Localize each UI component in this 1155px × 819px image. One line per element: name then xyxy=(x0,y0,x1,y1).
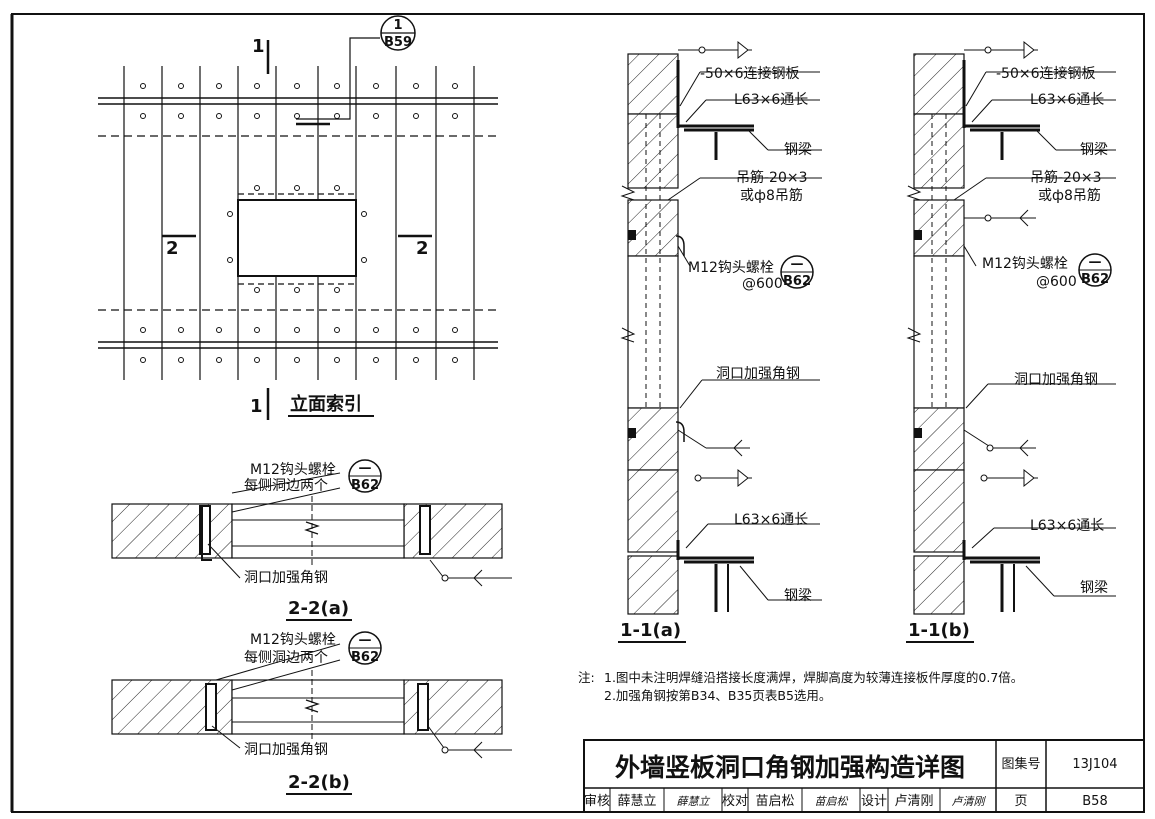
detail-reference: 1 B59 xyxy=(296,15,416,120)
designer: 卢清刚 xyxy=(894,793,933,809)
atlas-label: 图集号 xyxy=(1001,756,1040,772)
hanger-label1-1a: 吊筋-20×3 xyxy=(736,169,808,186)
bolt-label-1b: M12钩头螺栓 xyxy=(982,256,1068,272)
notes-prefix: 注: xyxy=(578,670,595,685)
elevation-index: 1 1 2 2 1 B59 立面索引 xyxy=(98,15,498,420)
designer-signature: 卢清刚 xyxy=(952,795,987,808)
section-1-1a: -50×6连接钢板 L63×6通长 钢梁 吊筋-20×3 或ф8吊筋 M12钩头… xyxy=(618,40,822,643)
angle-label-2b: 洞口加强角钢 xyxy=(244,742,328,758)
design-label: 设计 xyxy=(861,794,887,809)
angle-top-label-1b: L63×6通长 xyxy=(1030,92,1104,108)
checker-signature: 苗启松 xyxy=(815,795,849,808)
ref-num-1a: — xyxy=(791,257,804,272)
ref-sheet-1a: B62 xyxy=(783,274,811,289)
elevation-panels xyxy=(98,66,498,380)
bolt-label-1a: M12钩头螺栓 xyxy=(688,260,774,276)
section-mark-top: 1 xyxy=(252,36,265,57)
opening-angle-label-1b: 洞口加强角钢 xyxy=(1014,372,1098,388)
hanger-label1-1b: 吊筋-20×3 xyxy=(1030,169,1102,186)
plate-label-1b: -50×6连接钢板 xyxy=(996,65,1096,82)
hanger-label2-1b: 或ф8吊筋 xyxy=(1038,187,1101,204)
caption-2a: 2-2(a) xyxy=(288,598,349,619)
ref-circle-2b: — B62 xyxy=(348,631,382,665)
section-2-2a: M12钩头螺栓 每侧洞边两个 — B62 洞口加强角钢 2-2(a) xyxy=(111,459,512,621)
ref-circle-num: 1 xyxy=(393,18,402,33)
reviewer: 薛慧立 xyxy=(617,793,656,809)
bolt-label-2a: M12钩头螺栓 xyxy=(250,462,336,478)
notes-line1: 1.图中未注明焊缝沿搭接长度满焊，焊脚高度为较薄连接板件厚度的0.7倍。 xyxy=(604,670,1023,685)
beam-bottom-label-1a: 钢梁 xyxy=(784,588,812,604)
ref-circle-sheet: B59 xyxy=(384,35,412,50)
bolt-spacing-1a: @600 xyxy=(742,276,783,292)
angle-label-2a: 洞口加强角钢 xyxy=(244,570,328,586)
plate-label-1a: -50×6连接钢板 xyxy=(700,65,800,82)
bolt-spacing-2a: 每侧洞边两个 xyxy=(244,478,328,494)
sheet-border xyxy=(10,13,1145,813)
angle-bottom-label-1a: L63×6通长 xyxy=(734,512,808,528)
notes-line2: 2.加强角钢按第B34、B35页表B5选用。 xyxy=(604,688,831,703)
caption-1a: 1-1(a) xyxy=(620,620,681,641)
ref-circle-2a: — B62 xyxy=(348,459,382,493)
check-label: 校对 xyxy=(722,793,748,809)
drawing-title: 外墙竖板洞口角钢加强构造详图 xyxy=(615,753,965,782)
page-no: B58 xyxy=(1082,794,1107,809)
reviewer-signature: 薛慧立 xyxy=(677,795,711,808)
ref-circle-1b: — B62 xyxy=(1078,253,1112,287)
beam-top-label-1a: 钢梁 xyxy=(784,142,812,158)
beam-top-label-1b: 钢梁 xyxy=(1080,142,1108,158)
beam-bottom-label-1b: 钢梁 xyxy=(1080,580,1108,596)
ref-num-2a: — xyxy=(359,461,372,476)
bolt-label-2b: M12钩头螺栓 xyxy=(250,632,336,648)
ref-sheet-1b: B62 xyxy=(1081,272,1109,287)
angle-top-label-1a: L63×6通长 xyxy=(734,92,808,108)
review-label: 审核 xyxy=(584,794,610,809)
ref-circle-1a: — B62 xyxy=(780,255,814,289)
opening-angle-label-1a: 洞口加强角钢 xyxy=(716,366,800,382)
section-cut-marks xyxy=(162,40,432,420)
bolt-spacing-1b: @600 xyxy=(1036,274,1077,290)
opening-rect xyxy=(237,199,357,277)
section-mark-bottom: 1 xyxy=(250,396,263,417)
elevation-caption: 立面索引 xyxy=(290,393,362,415)
cut-num-left: 2 xyxy=(166,238,179,259)
atlas-no: 13J104 xyxy=(1072,757,1117,772)
section-1-1b: -50×6连接钢板 L63×6通长 钢梁 吊筋-20×3 或ф8吊筋 M12钩头… xyxy=(906,40,1116,643)
section-2-2b: M12钩头螺栓 每侧洞边两个 — B62 洞口加强角钢 2-2(b) xyxy=(111,631,512,795)
ref-sheet-2a: B62 xyxy=(351,478,379,493)
bolt-spacing-2b: 每侧洞边两个 xyxy=(244,650,328,666)
cut-num-right: 2 xyxy=(416,238,429,259)
page-label: 页 xyxy=(1014,794,1027,809)
checker: 苗启松 xyxy=(755,794,794,809)
hanger-label2-1a: 或ф8吊筋 xyxy=(740,187,803,204)
ref-num-1b: — xyxy=(1089,255,1102,270)
caption-1b: 1-1(b) xyxy=(908,620,970,641)
elevation-bolts xyxy=(140,83,458,363)
ref-num-2b: — xyxy=(359,633,372,648)
caption-2b: 2-2(b) xyxy=(288,772,350,793)
notes: 注: 1.图中未注明焊缝沿搭接长度满焊，焊脚高度为较薄连接板件厚度的0.7倍。 … xyxy=(578,670,1023,703)
angle-bottom-label-1b: L63×6通长 xyxy=(1030,518,1104,534)
title-block: 外墙竖板洞口角钢加强构造详图 图集号 13J104 审核 薛慧立 薛慧立 校对 … xyxy=(583,739,1145,813)
ref-sheet-2b: B62 xyxy=(351,650,379,665)
